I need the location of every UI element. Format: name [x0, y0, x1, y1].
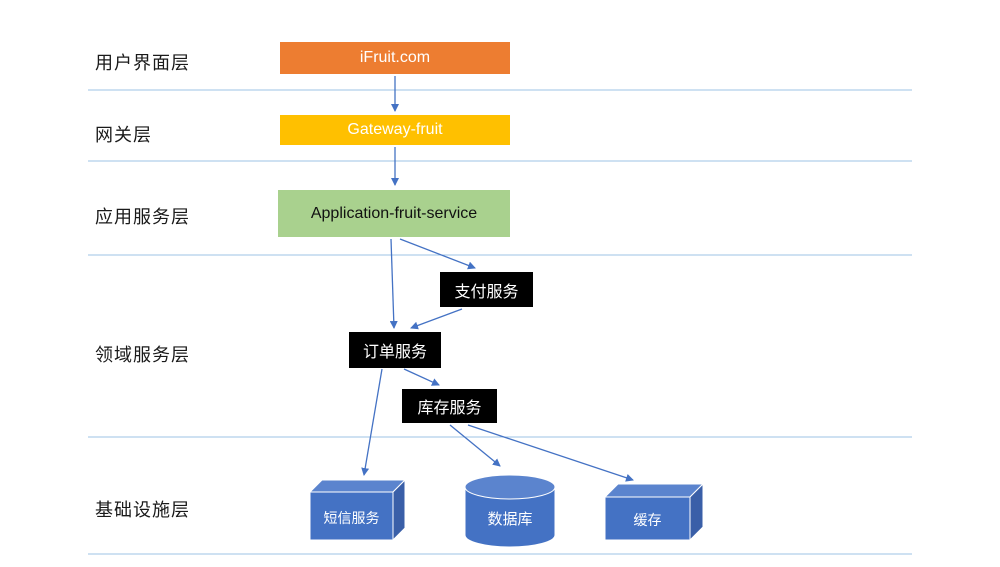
edge-app-payment — [399, 238, 476, 270]
edge-order-inventory — [403, 368, 440, 386]
node-inventory-service: 库存服务 — [402, 389, 497, 423]
node-cache-label: 缓存 — [633, 512, 662, 528]
layer-label-infrastructure: 基础设施层 — [95, 500, 190, 520]
node-sms-service-label: 短信服务 — [323, 510, 380, 526]
node-gateway-fruit: Gateway-fruit — [280, 115, 510, 145]
sms-cube-shape — [308, 478, 407, 542]
connector-arrows — [361, 76, 634, 482]
layer-label-domain: 领域服务层 — [95, 345, 190, 365]
layer-label-gateway: 网关层 — [95, 125, 152, 145]
layer-label-ui: 用户界面层 — [95, 53, 190, 73]
node-application-service: Application-fruit-service — [278, 190, 510, 237]
edge-order-sms — [361, 368, 383, 476]
node-ifruit: iFruit.com — [280, 42, 510, 74]
edge-app-order — [389, 238, 398, 329]
layer-divider-lines — [88, 89, 912, 555]
edge-inventory-cache — [467, 424, 634, 482]
layer-label-application: 应用服务层 — [95, 207, 190, 227]
node-order-service: 订单服务 — [349, 332, 441, 368]
edge-inventory-database — [449, 424, 501, 467]
node-database-label: 数据库 — [487, 511, 533, 528]
node-payment-service: 支付服务 — [440, 272, 533, 307]
database-cylinder-shape — [464, 474, 556, 548]
cache-cube-shape — [603, 482, 705, 542]
edge-payment-order — [410, 308, 463, 330]
